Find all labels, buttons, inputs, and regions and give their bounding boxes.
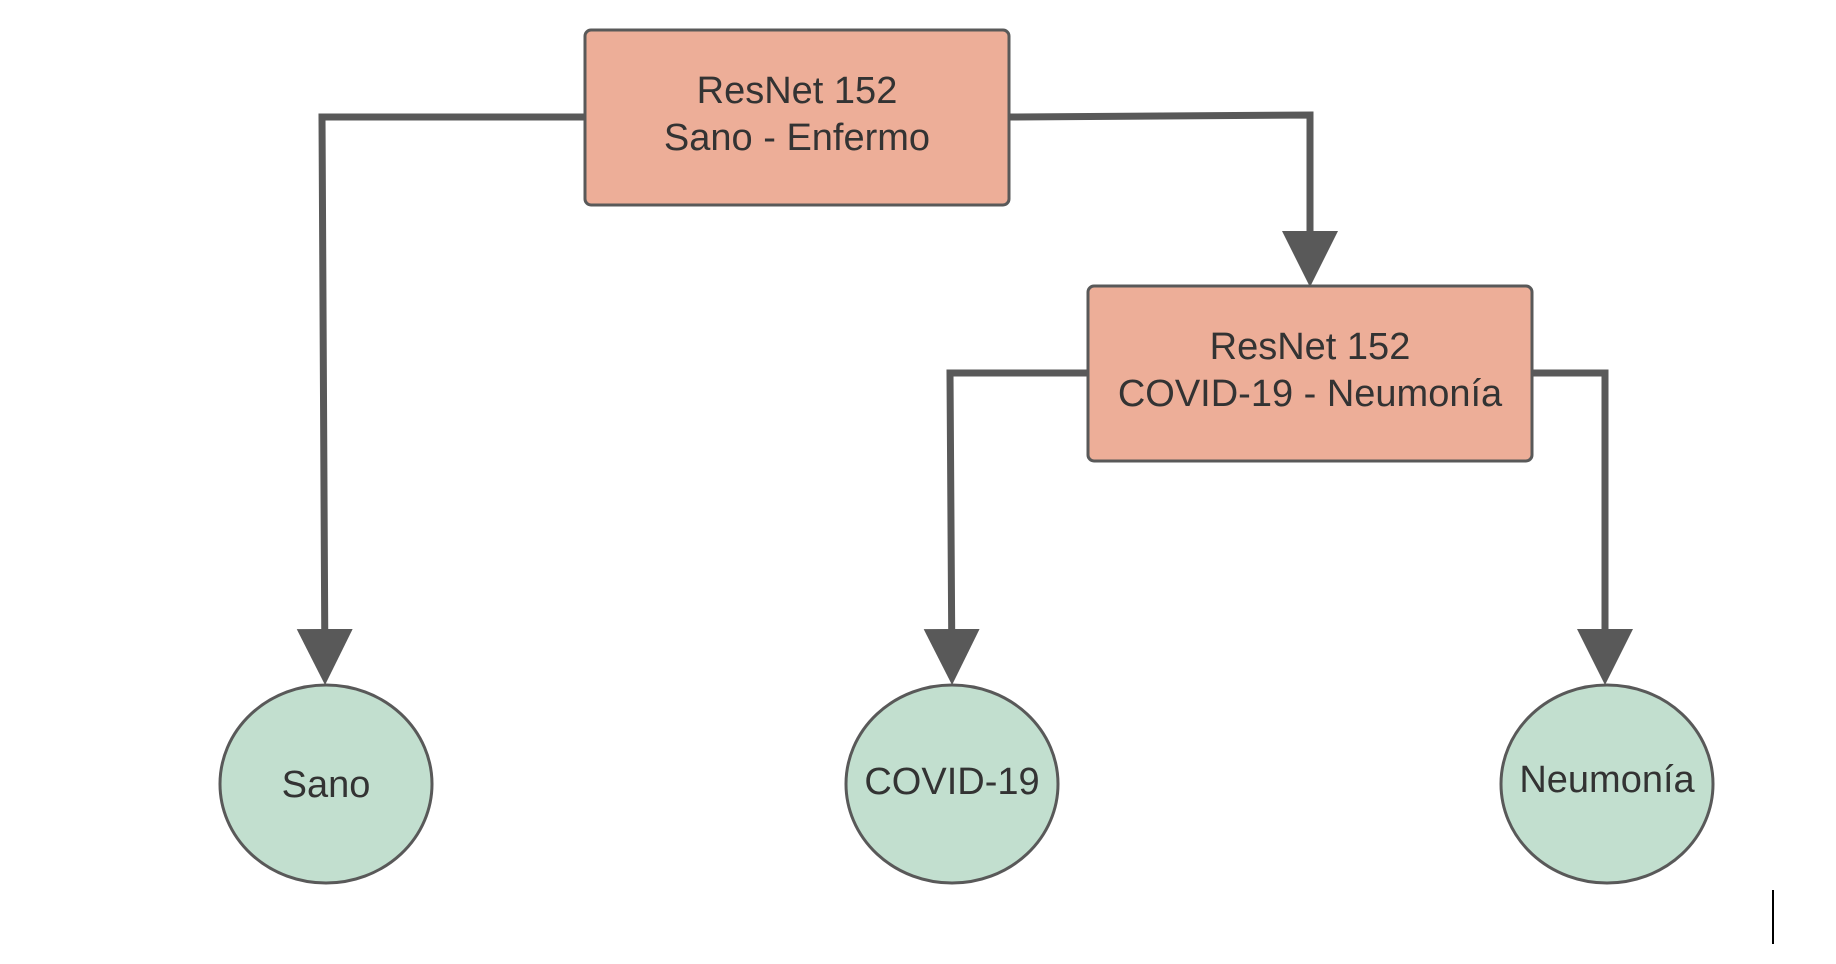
root-node: ResNet 152 Sano - Enfermo bbox=[583, 28, 1011, 207]
edge-root-to-sano bbox=[296, 113, 585, 685]
edge-second-to-neumonia bbox=[1532, 369, 1633, 685]
leaf-sano-circle bbox=[218, 683, 434, 885]
root-node-box bbox=[583, 28, 1011, 207]
leaf-covid: COVID-19 bbox=[844, 683, 1060, 885]
root-node-line1: ResNet 152 bbox=[697, 70, 898, 112]
leaf-neumonia-circle bbox=[1499, 683, 1715, 885]
leaf-covid-label: COVID-19 bbox=[864, 761, 1039, 803]
edge-second-to-covid bbox=[923, 369, 1088, 685]
root-node-line2: Sano - Enfermo bbox=[664, 117, 930, 159]
second-node-box bbox=[1086, 284, 1534, 463]
second-node-line2: COVID-19 - Neumonía bbox=[1118, 373, 1503, 415]
leaf-neumonia-label: Neumonía bbox=[1519, 759, 1695, 801]
second-node-line1: ResNet 152 bbox=[1210, 326, 1411, 368]
edge-root-to-second bbox=[1008, 111, 1338, 287]
leaf-sano: Sano bbox=[218, 683, 434, 885]
second-node: ResNet 152 COVID-19 - Neumonía bbox=[1086, 284, 1534, 463]
leaf-sano-label: Sano bbox=[282, 764, 371, 806]
leaf-covid-circle bbox=[844, 683, 1060, 885]
leaf-neumonia: Neumonía bbox=[1499, 683, 1715, 885]
